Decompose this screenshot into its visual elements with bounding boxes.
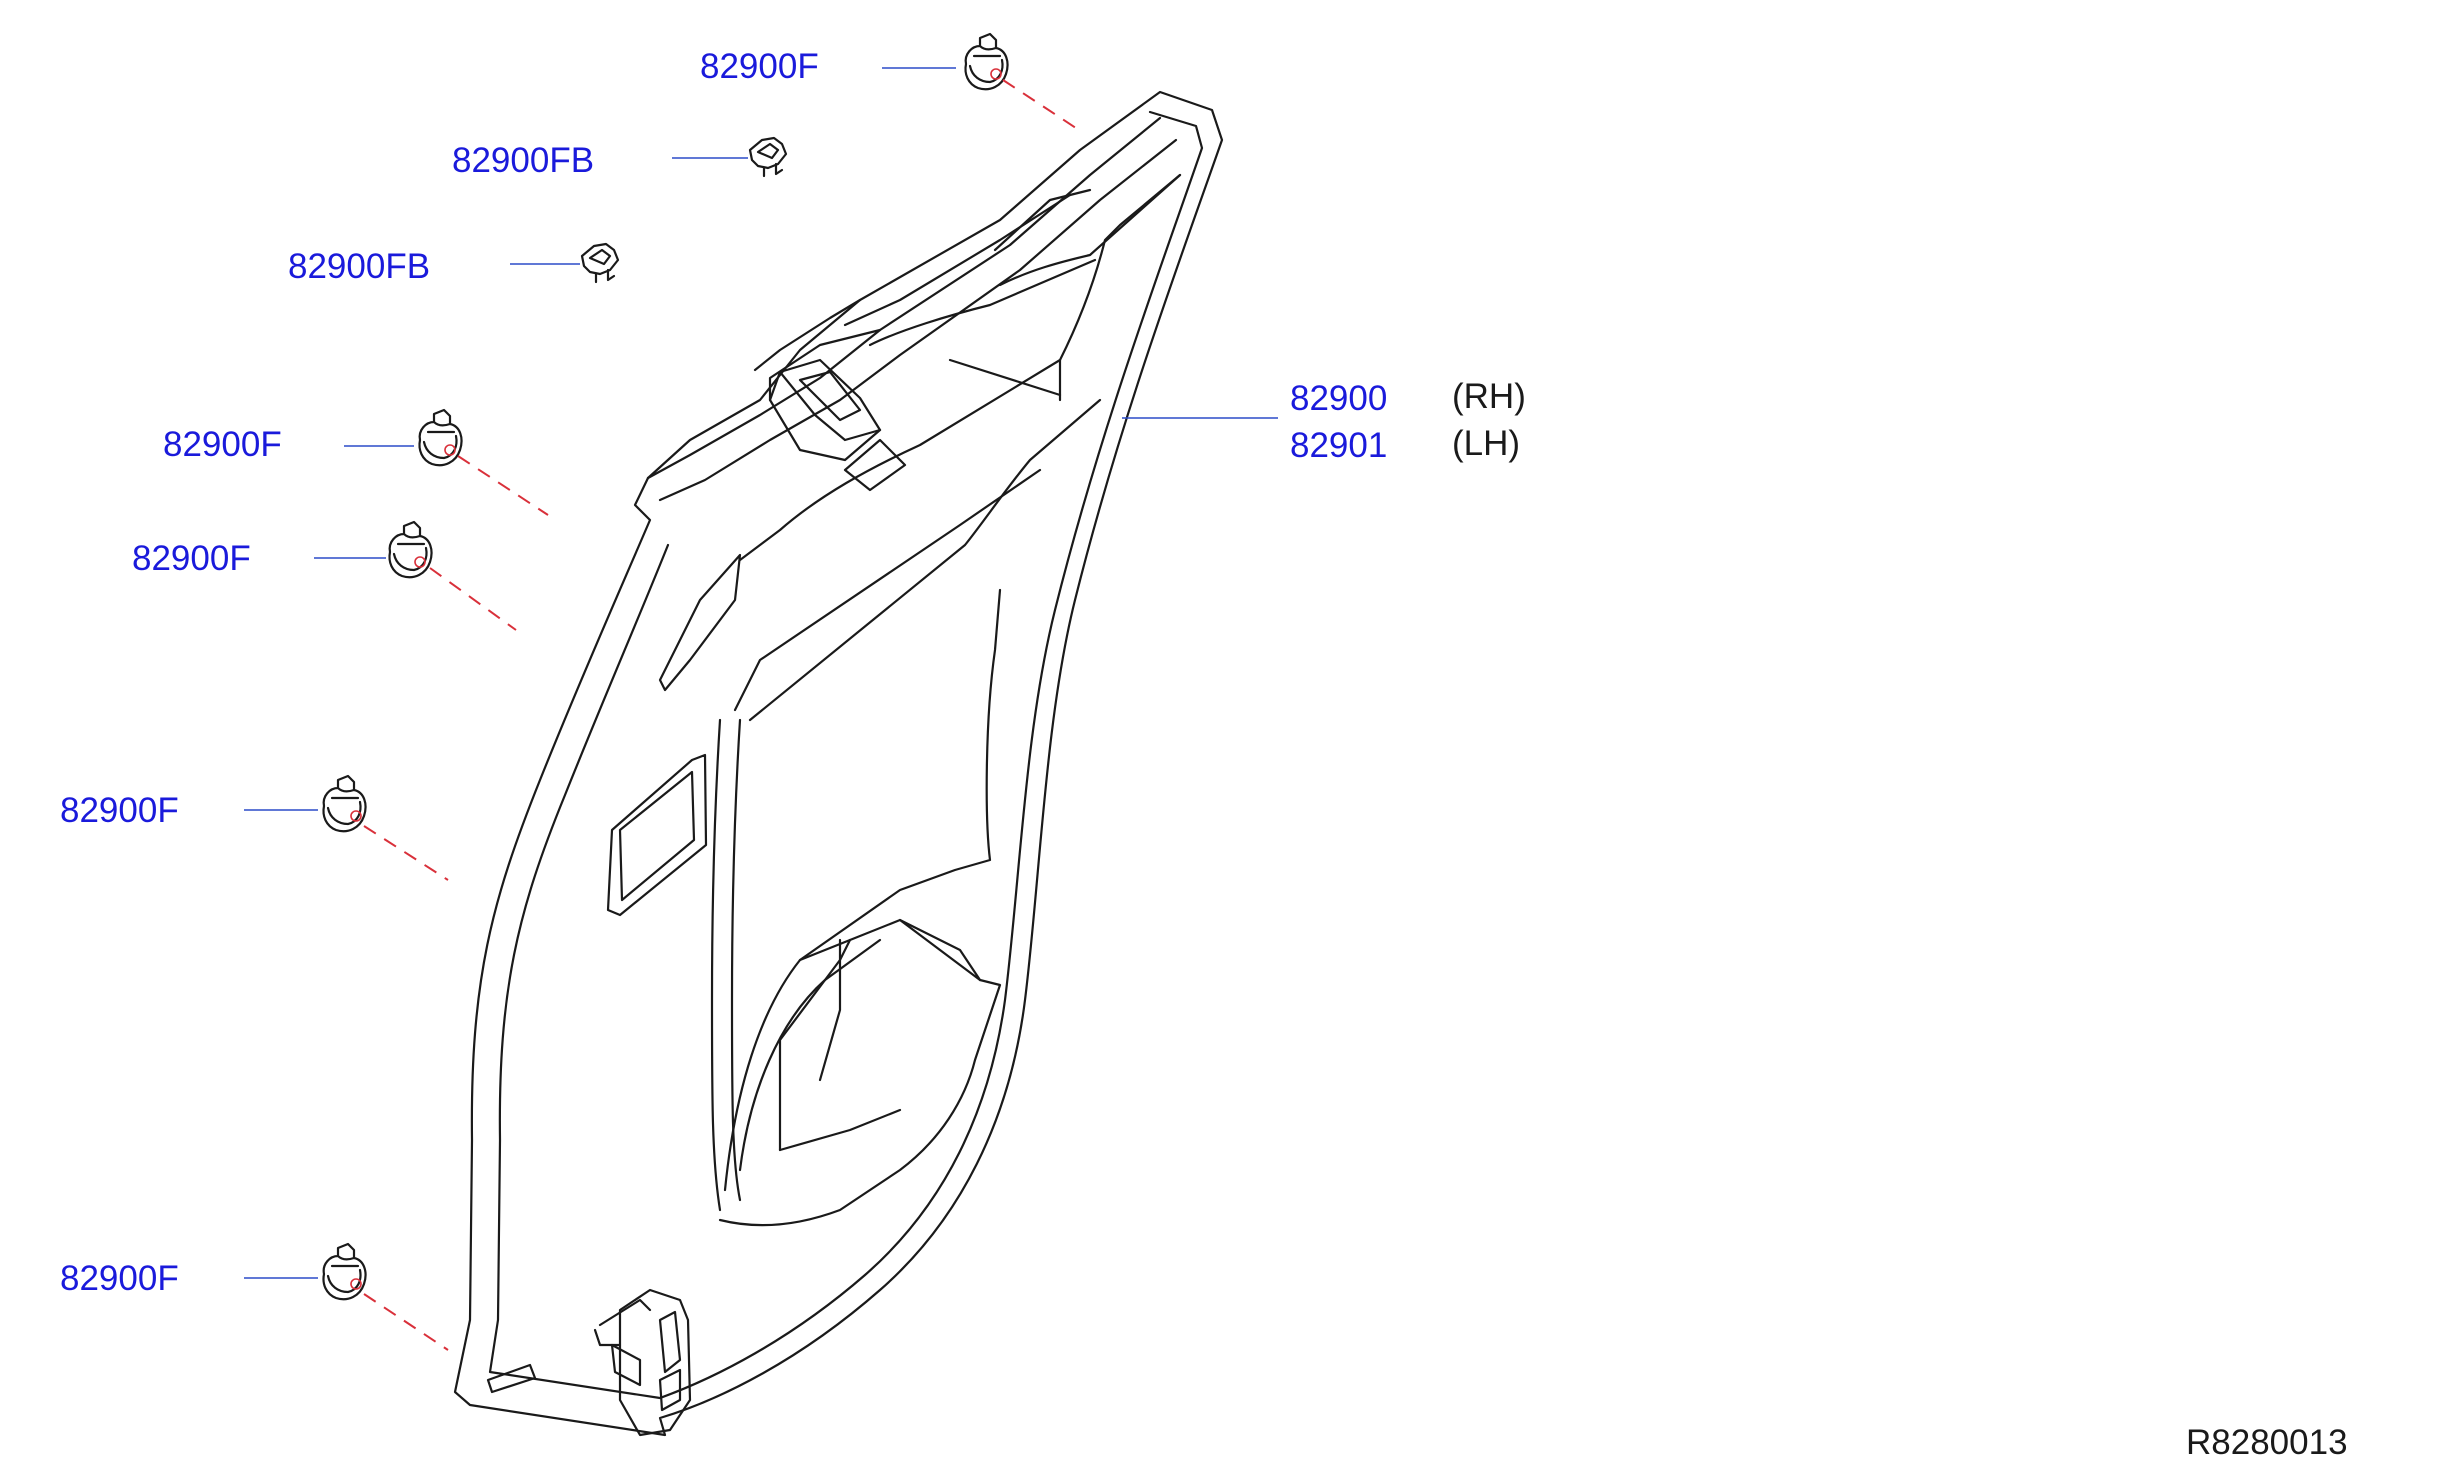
upper-slot xyxy=(658,553,742,692)
clip-hole-marker xyxy=(990,68,1002,80)
top-rail-line xyxy=(658,138,1178,502)
window-opening xyxy=(748,398,1102,722)
part-number-rh: 82900 xyxy=(1290,379,1387,418)
side-label-lh: (LH) xyxy=(1452,424,1520,463)
clip-icon xyxy=(322,1242,367,1301)
armrest-pocket xyxy=(898,918,982,982)
armrest-pocket xyxy=(778,1108,902,1152)
callout-clip-bottom: 82900F xyxy=(60,1242,449,1351)
top-rail-line xyxy=(646,116,1162,480)
armrest-pocket xyxy=(818,938,842,1082)
door-trim-panel-icon xyxy=(453,90,1224,1437)
callout-main-panel: 82900 (RH) 82901 (LH) xyxy=(1122,377,1526,465)
callout-clip-4: 82900F xyxy=(60,774,449,881)
dashed-guide-line xyxy=(1002,79,1083,133)
armrest-pocket xyxy=(738,938,882,1172)
upper-moulding xyxy=(998,173,1182,287)
top-rail-line xyxy=(768,328,882,402)
switch-pocket xyxy=(606,753,708,917)
clip-icon xyxy=(418,408,463,467)
panel-outer-edge-inner xyxy=(488,110,1204,1400)
side-label-rh: (RH) xyxy=(1452,377,1526,416)
window-opening xyxy=(948,358,1062,397)
clip-icon xyxy=(388,520,433,579)
callout-label: 82900F xyxy=(132,539,251,578)
callout-label: 82900F xyxy=(60,1259,179,1298)
lower-bracket xyxy=(610,1343,642,1387)
bracket-clip-icon xyxy=(748,136,788,178)
inner-groove xyxy=(710,718,722,1212)
part-number-lh: 82901 xyxy=(1290,426,1387,465)
clip-hole-marker xyxy=(444,444,456,456)
callout-clip-top: 82900F xyxy=(700,32,1083,133)
clip-icon xyxy=(964,32,1009,91)
top-rail-line xyxy=(753,298,862,372)
inner-groove xyxy=(730,718,742,1202)
clip-hole-marker xyxy=(350,810,362,822)
lower-foot-tab xyxy=(486,1363,537,1394)
dashed-guide-line xyxy=(429,567,517,631)
armrest-pocket xyxy=(718,918,1002,1227)
dashed-guide-line xyxy=(363,825,449,881)
clip-hole-marker xyxy=(350,1278,362,1290)
reference-code: R8280013 xyxy=(2186,1423,2348,1462)
callout-clip-3: 82900F xyxy=(132,520,517,631)
clip-hole-marker xyxy=(414,556,426,568)
handle-block xyxy=(843,438,907,492)
callout-label: 82900F xyxy=(60,791,179,830)
window-opening xyxy=(738,173,1182,562)
callout-label: 82900F xyxy=(163,425,282,464)
lower-bracket xyxy=(618,1288,692,1437)
bracket-clip-icon xyxy=(580,242,620,284)
callout-label: 82900FB xyxy=(288,247,430,286)
callout-label: 82900FB xyxy=(452,141,594,180)
handle-block xyxy=(798,370,862,422)
upper-moulding xyxy=(868,258,1097,347)
lower-bracket xyxy=(658,1310,682,1374)
upper-moulding xyxy=(843,193,1072,327)
armrest-pocket xyxy=(723,588,1002,1192)
dashed-guide-line xyxy=(457,455,549,516)
lower-bracket xyxy=(598,1298,652,1327)
clip-icon xyxy=(322,774,367,833)
lower-bracket xyxy=(658,1368,682,1412)
callout-label: 82900F xyxy=(700,47,819,86)
switch-pocket xyxy=(618,770,696,902)
callout-bracket-clip-2: 82900FB xyxy=(288,242,620,286)
panel-outer-edge xyxy=(453,90,1224,1437)
armrest-pocket xyxy=(778,938,852,1152)
dashed-guide-line xyxy=(363,1293,449,1351)
upper-moulding xyxy=(993,188,1092,252)
callout-clip-2: 82900F xyxy=(163,408,549,516)
callout-bracket-clip-1: 82900FB xyxy=(452,136,788,180)
handle-block xyxy=(768,370,882,462)
lower-bracket xyxy=(593,1328,622,1347)
